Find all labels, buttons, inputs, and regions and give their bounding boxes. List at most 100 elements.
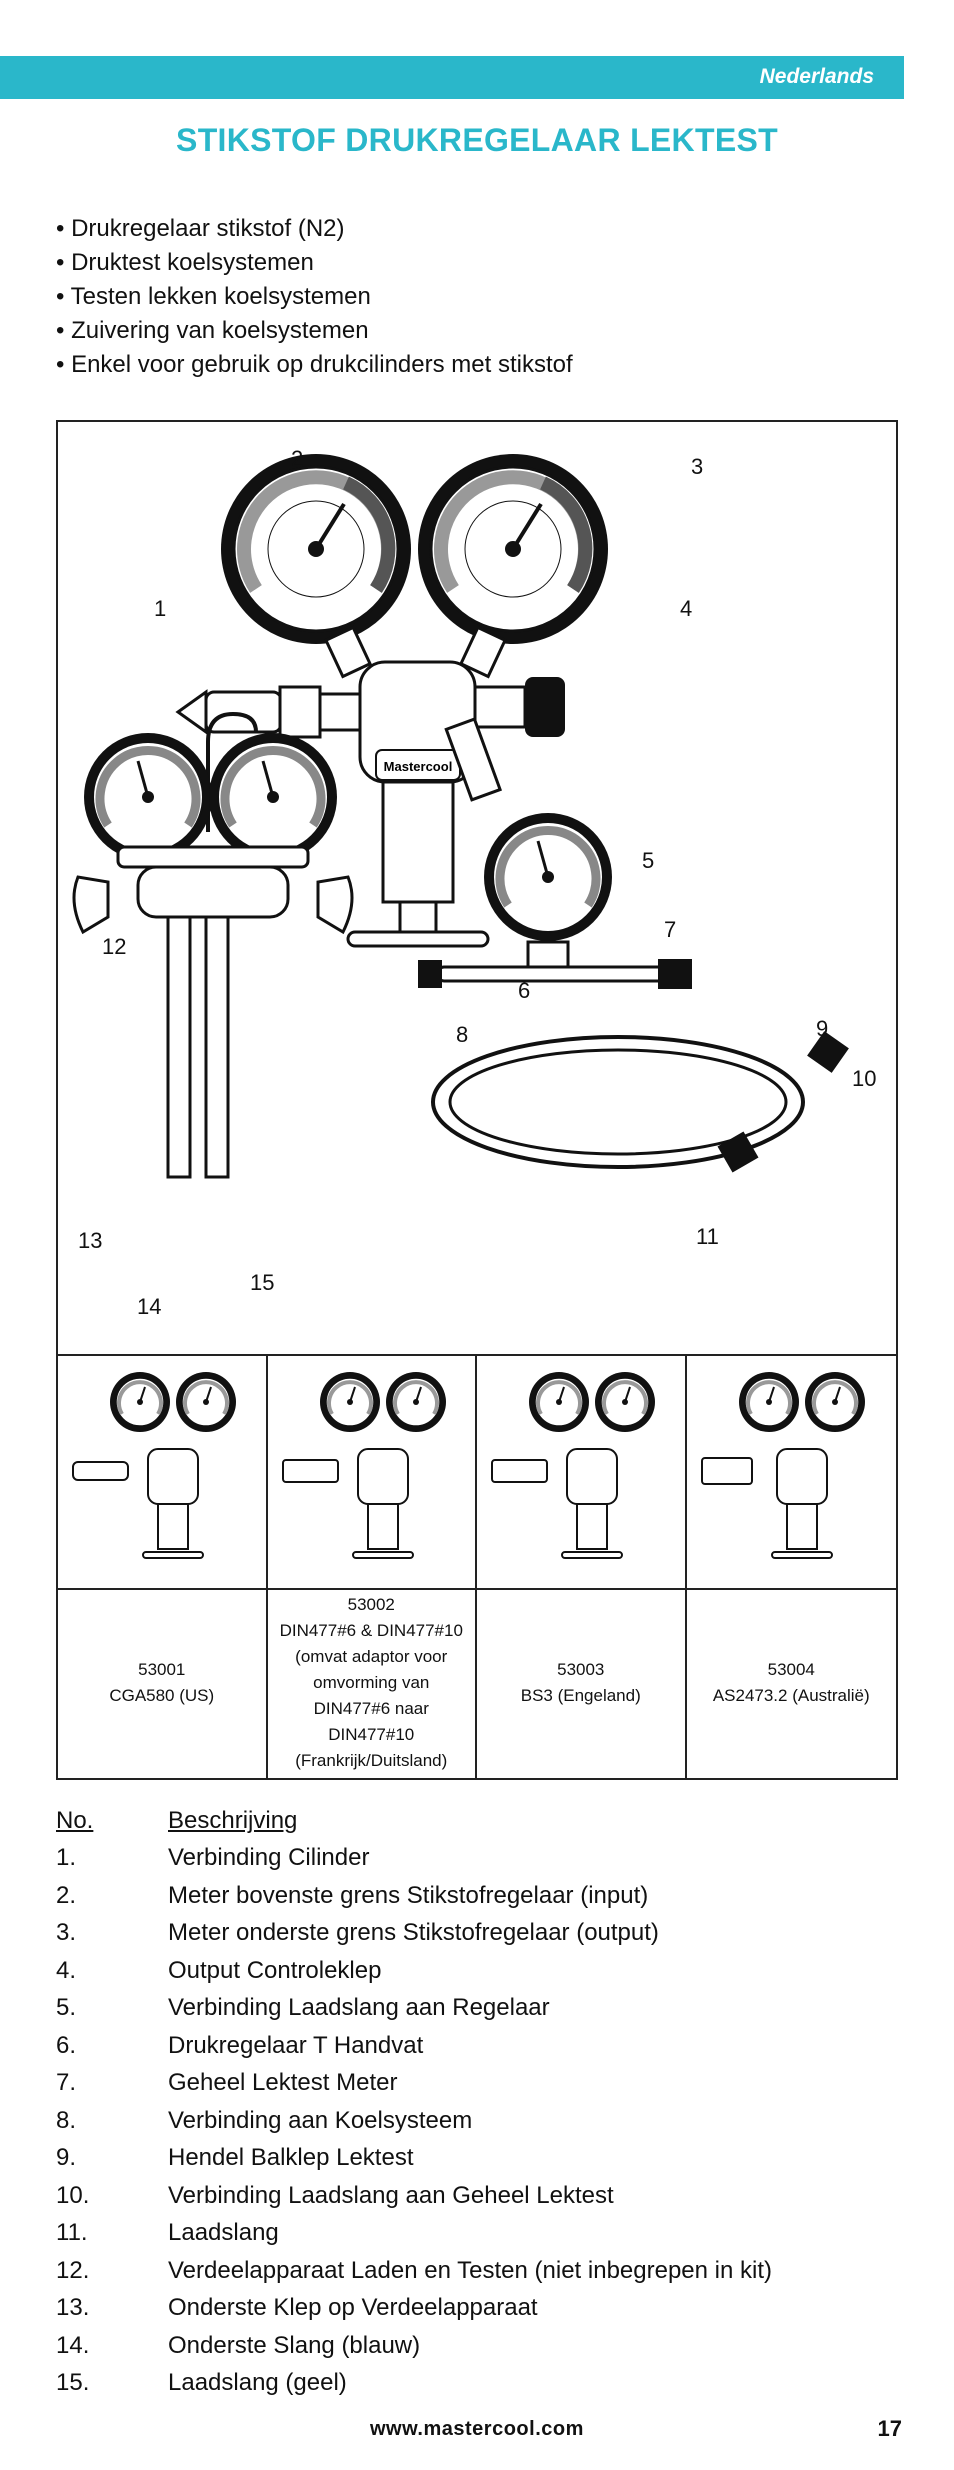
- callout-14: 14: [137, 1294, 162, 1319]
- part-no: 13.: [56, 2294, 90, 2322]
- callout-7: 7: [664, 917, 677, 942]
- part-no: 9.: [56, 2144, 77, 2172]
- part-desc: Laadslang (geel): [168, 2369, 347, 2397]
- model-desc: DIN477#6 naar: [313, 1699, 429, 1718]
- model-thumb-53002: [268, 1354, 477, 1588]
- part-desc: Onderste Klep op Verdeelapparaat: [168, 2294, 538, 2322]
- parts-header-desc: Beschrijving: [168, 1806, 298, 1834]
- regulator-thumb-image: [491, 1370, 657, 1559]
- part-desc: Verdeelapparaat Laden en Testen (niet in…: [168, 2256, 772, 2284]
- parts-header-no: No.: [56, 1806, 94, 1834]
- part-desc: Laadslang: [168, 2219, 279, 2247]
- parts-row: 1.Verbinding Cilinder: [56, 1840, 906, 1878]
- part-desc: Meter onderste grens Stikstofregelaar (o…: [168, 1919, 659, 1947]
- parts-row: 4. Output Controleklep: [56, 1952, 906, 1990]
- parts-row: 8. Verbinding aan Koelsysteem: [56, 2102, 906, 2140]
- part-no: 5.: [56, 1994, 77, 2022]
- assembly-illustration: Mastercool: [58, 422, 896, 1356]
- feature-item: Druktest koelsystemen: [56, 246, 573, 280]
- part-desc: Verbinding Laadslang aan Geheel Lektest: [168, 2181, 614, 2209]
- part-desc: Drukregelaar T Handvat: [168, 2031, 424, 2059]
- feature-item: Zuivering van koelsystemen: [56, 314, 573, 348]
- parts-row: 9. Hendel Balklep Lektest: [56, 2140, 906, 2178]
- parts-row: 12. Verdeelapparaat Laden en Testen (niet…: [56, 2252, 906, 2290]
- model-desc: (Frankrijk/Duitsland): [295, 1751, 448, 1770]
- model-code: 53001: [138, 1660, 186, 1679]
- page-number: 17: [877, 2416, 902, 2441]
- regulator-thumb-image: [700, 1370, 867, 1559]
- callout-9: 9: [816, 1016, 829, 1041]
- parts-row: 14. Onderste Slang (blauw): [56, 2327, 906, 2365]
- parts-row: 11. Laadslang: [56, 2215, 906, 2253]
- callout-2: 2: [291, 446, 304, 471]
- callout-10: 10: [852, 1066, 877, 1091]
- part-no: 10.: [56, 2181, 90, 2209]
- callout-5: 5: [642, 848, 655, 873]
- regulator-thumb-image: [72, 1370, 238, 1559]
- model-label-53003: 53003 BS3 (Engeland): [477, 1588, 687, 1778]
- model-desc: CGA580 (US): [109, 1686, 215, 1705]
- part-desc: Verbinding Laadslang aan Regelaar: [168, 1994, 550, 2022]
- part-no: 11.: [56, 2219, 88, 2247]
- callout-15: 15: [250, 1270, 275, 1295]
- parts-row: 15. Laadslang (geel): [56, 2365, 906, 2403]
- parts-row: 2. Meter bovenste grens Stikstofregelaar …: [56, 1877, 906, 1915]
- model-desc: DIN477#10: [328, 1725, 415, 1744]
- model-label-53001: 53001 CGA580 (US): [58, 1588, 268, 1778]
- parts-list: No. Beschrijving 1.Verbinding Cilinder 2…: [56, 1802, 906, 2402]
- part-no: 8.: [56, 2106, 77, 2134]
- model-thumb-53004: [687, 1354, 897, 1588]
- assembly-drawing: Mastercool: [72, 422, 849, 1179]
- footer-url: www.mastercool.com: [370, 2418, 584, 2440]
- part-no: 4.: [56, 1956, 77, 1984]
- model-desc: DIN477#6 & DIN477#10: [279, 1621, 463, 1640]
- model-desc: omvorming van: [313, 1673, 430, 1692]
- part-desc: Geheel Lektest Meter: [168, 2069, 398, 2097]
- model-code: 53002: [347, 1595, 395, 1614]
- model-desc: AS2473.2 (Australië): [712, 1686, 870, 1705]
- regulator-brand-label: Mastercool: [384, 759, 453, 774]
- feature-item: Testen lekken koelsystemen: [56, 280, 573, 314]
- parts-row: 13. Onderste Klep op Verdeelapparaat: [56, 2290, 906, 2328]
- part-desc: Hendel Balklep Lektest: [168, 2144, 414, 2172]
- model-labels: 53001 CGA580 (US) 53002 DIN477#6 & DIN47…: [58, 1588, 896, 1778]
- model-label-53004: 53004 AS2473.2 (Australië): [687, 1588, 897, 1778]
- part-no: 15.: [56, 2369, 90, 2397]
- parts-row: 6. Drukregelaar T Handvat: [56, 2027, 906, 2065]
- parts-row: 7. Geheel Lektest Meter: [56, 2065, 906, 2103]
- part-desc: Meter bovenste grens Stikstofregelaar (i…: [168, 1881, 649, 1909]
- model-desc: BS3 (Engeland): [520, 1686, 641, 1705]
- callout-8: 8: [456, 1022, 469, 1047]
- callout-6: 6: [518, 978, 531, 1003]
- product-figure: Mastercool: [56, 420, 898, 1780]
- model-thumb-53003: [477, 1354, 687, 1588]
- part-no: 14.: [56, 2331, 90, 2359]
- model-code: 53003: [557, 1660, 605, 1679]
- callout-4: 4: [680, 596, 693, 621]
- parts-header: No. Beschrijving: [56, 1802, 906, 1840]
- regulator-thumb-image: [281, 1370, 448, 1559]
- part-no: 6.: [56, 2031, 77, 2059]
- model-label-53002: 53002 DIN477#6 & DIN477#10 (omvat adapto…: [268, 1588, 477, 1778]
- model-thumbnails: [58, 1354, 896, 1590]
- part-no: 7.: [56, 2069, 77, 2097]
- model-code: 53004: [767, 1660, 815, 1679]
- feature-item: Enkel voor gebruik op drukcilinders met …: [56, 348, 573, 382]
- callout-12: 12: [102, 934, 127, 959]
- parts-row: 10. Verbinding Laadslang aan Geheel Lekte…: [56, 2177, 906, 2215]
- parts-row: 5. Verbinding Laadslang aan Regelaar: [56, 1990, 906, 2028]
- model-thumb-53001: [58, 1354, 268, 1588]
- callout-11: 11: [696, 1224, 719, 1249]
- language-bar: Nederlands: [0, 56, 904, 99]
- part-no: 1.: [56, 1844, 77, 1872]
- part-no: 3.: [56, 1919, 77, 1947]
- parts-row: 3. Meter onderste grens Stikstofregelaar …: [56, 1915, 906, 1953]
- callout-3: 3: [691, 454, 704, 479]
- part-desc: Onderste Slang (blauw): [168, 2331, 421, 2359]
- part-no: 2.: [56, 1881, 77, 1909]
- feature-item: Drukregelaar stikstof (N2): [56, 212, 573, 246]
- feature-list: Drukregelaar stikstof (N2) Druktest koel…: [56, 212, 573, 382]
- part-desc: Verbinding aan Koelsysteem: [168, 2106, 473, 2134]
- part-no: 12.: [56, 2256, 90, 2284]
- part-desc: Output Controleklep: [168, 1956, 382, 1984]
